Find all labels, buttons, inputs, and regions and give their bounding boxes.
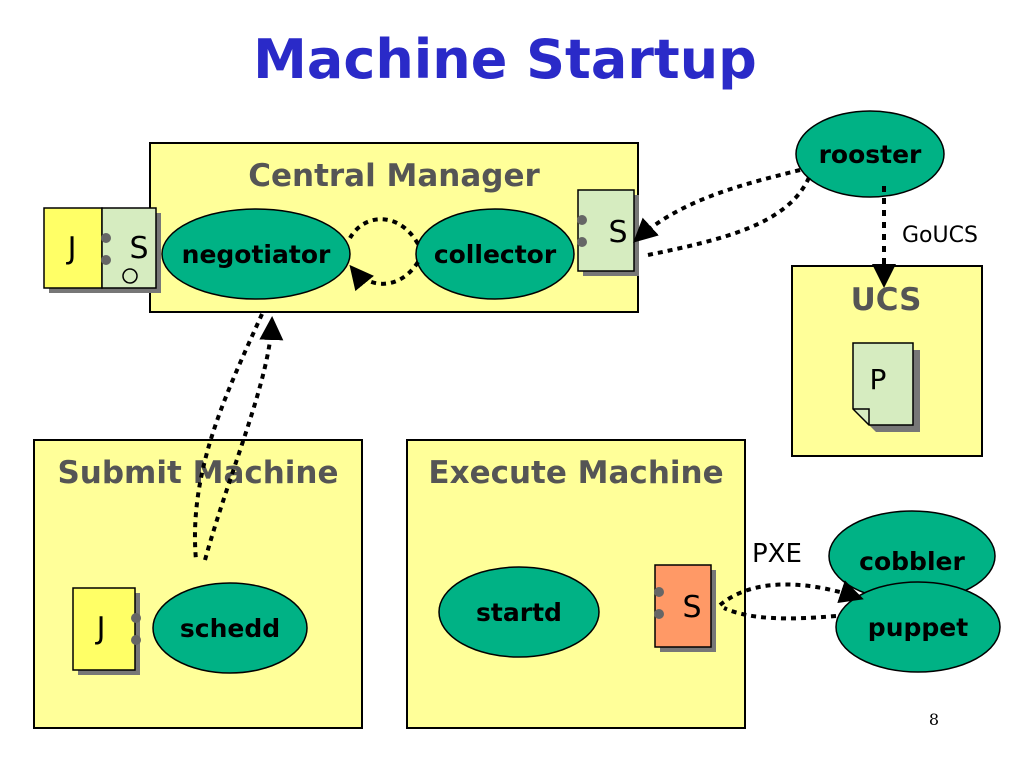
startd-label: startd <box>476 598 562 627</box>
negotiator-label: negotiator <box>182 240 331 269</box>
cm-schedd-label: S <box>129 231 148 266</box>
page-title: Machine Startup <box>253 28 757 91</box>
collector-label: collector <box>434 240 557 269</box>
pxe-label: PXE <box>752 539 802 569</box>
cm-job-schedd-puzzle-icon: J S <box>43 207 161 293</box>
goucs-label: GoUCS <box>902 223 978 248</box>
collector-rooster-arrow <box>647 174 812 257</box>
cobbler-oval: cobbler <box>828 510 996 602</box>
schedd-oval: schedd <box>152 582 308 674</box>
puppet-label: puppet <box>868 613 968 642</box>
execute-piece-label: S <box>682 590 701 625</box>
submit-machine-box: Submit Machine <box>33 439 363 729</box>
central-manager-title: Central Manager <box>248 158 540 194</box>
page-number: 8 <box>929 710 939 729</box>
rooster-oval: rooster <box>795 110 945 198</box>
puppet-oval: puppet <box>835 581 1001 673</box>
negotiator-collector-arrow <box>348 217 420 246</box>
negotiator-oval: negotiator <box>161 208 351 300</box>
cm-collector-piece-label: S <box>608 215 627 250</box>
collector-negotiator-arrow <box>349 260 420 292</box>
ucs-title: UCS <box>851 282 922 318</box>
ucs-piece-label: P <box>870 363 887 396</box>
rooster-label: rooster <box>819 140 922 169</box>
pxe-to-cobbler-arrow <box>718 580 864 607</box>
cobbler-label: cobbler <box>859 547 965 576</box>
puppet-to-execute-arrow <box>723 606 837 621</box>
ucs-document-icon: P <box>852 342 920 432</box>
cm-collector-puzzle-icon: S <box>577 189 639 276</box>
collector-oval: collector <box>415 208 575 300</box>
execute-puzzle-icon: S <box>654 564 716 652</box>
submit-job-label: J <box>95 611 106 646</box>
execute-machine-title: Execute Machine <box>428 455 723 491</box>
schedd-label: schedd <box>180 614 280 643</box>
rooster-collector-arrow <box>633 168 801 243</box>
submit-job-puzzle-icon: J <box>72 587 141 675</box>
negotiator-schedd-arrow <box>193 313 264 561</box>
startd-oval: startd <box>438 566 600 658</box>
cm-job-label: J <box>66 231 77 266</box>
